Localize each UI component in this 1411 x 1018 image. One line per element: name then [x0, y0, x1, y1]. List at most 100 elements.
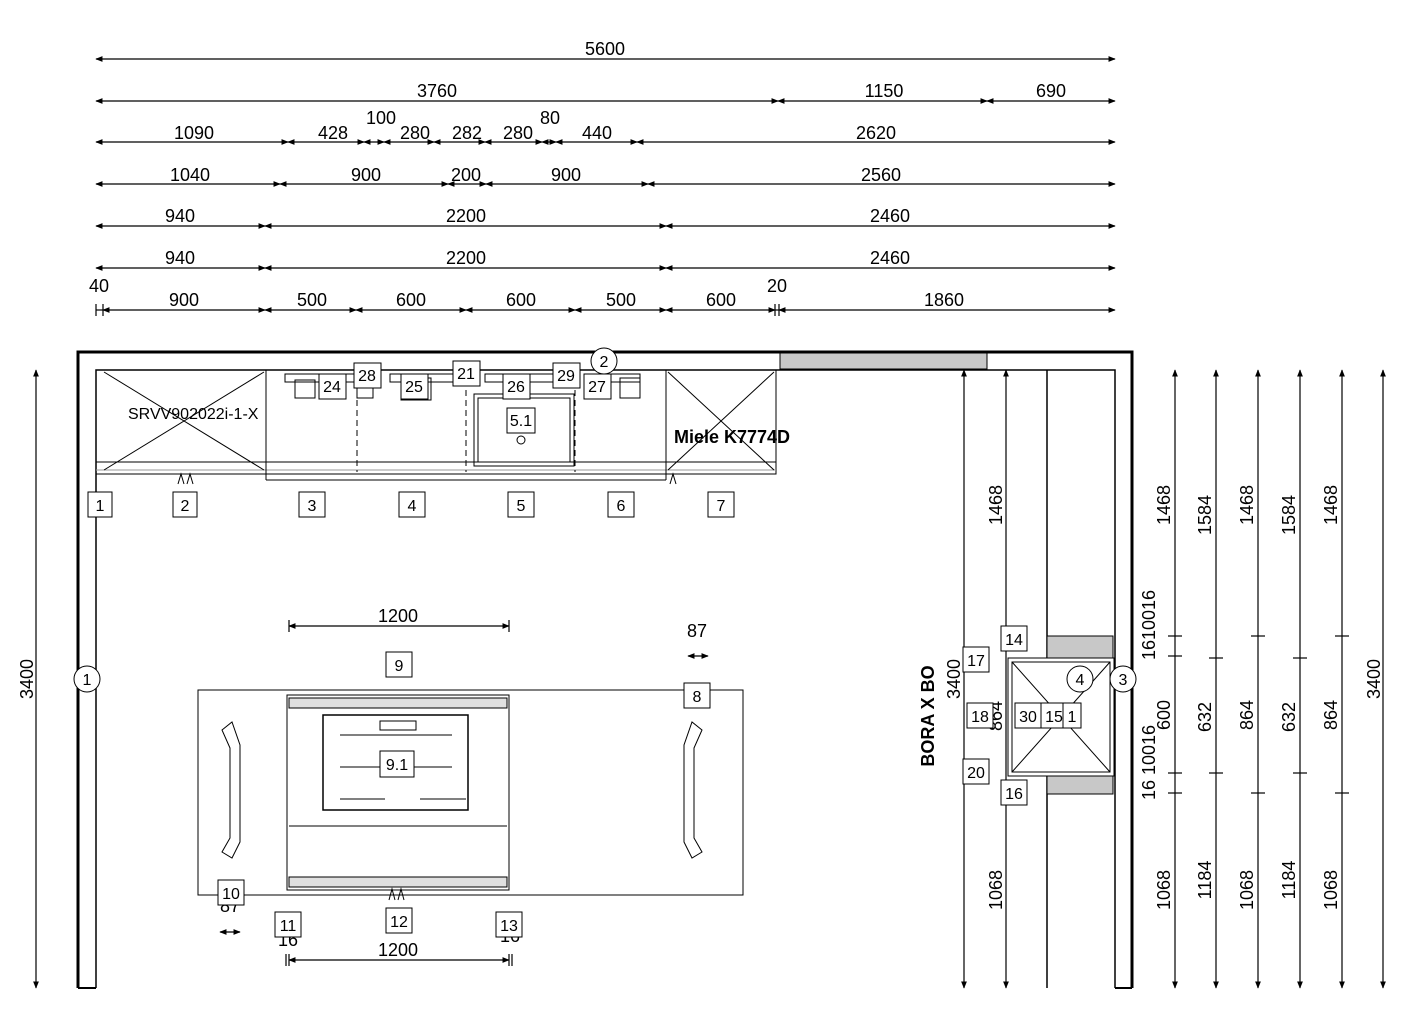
island-dimensions [219, 620, 709, 966]
dim-label: 282 [452, 123, 482, 143]
dim-label: 1468 [1154, 485, 1174, 525]
dim-label: 1860 [924, 290, 964, 310]
island-label-texts: 9 8 9.1 10 11 12 13 [222, 658, 701, 935]
item-label: 21 [457, 366, 475, 383]
tall-unit-label: 1 [1068, 709, 1077, 726]
dim-label: 2460 [870, 206, 910, 226]
hood-label: SRVV902022i-1-X [128, 406, 259, 423]
dim-label: 1468 [1321, 485, 1341, 525]
dim-label: 940 [165, 248, 195, 268]
wall-marker: 1 [73, 665, 101, 693]
cabinet-number: 4 [408, 498, 417, 515]
tall-unit-label: 30 [1019, 709, 1037, 726]
dim-label: 428 [318, 123, 348, 143]
dim-label: 100 [366, 108, 396, 128]
dim-label: 20 [767, 276, 787, 296]
tall-unit-label: 17 [967, 653, 985, 670]
island-label: 11 [280, 918, 297, 935]
wall-marker: 4 [1066, 665, 1094, 693]
dim-label: 2200 [446, 206, 486, 226]
dim-label: 16 [1139, 780, 1159, 800]
wall-marker: 2 [590, 347, 618, 375]
back-counter [95, 369, 777, 481]
dim-label: 600 [396, 290, 426, 310]
dim-label: 1068 [1154, 870, 1174, 910]
dim-label: 1068 [1237, 870, 1257, 910]
island [197, 689, 744, 896]
dim-label: 940 [165, 206, 195, 226]
item-label: 5.1 [510, 413, 532, 430]
dim-label: 3760 [417, 81, 457, 101]
dim-label: 2200 [446, 248, 486, 268]
dim-label: 16 [1139, 725, 1159, 745]
wall-markers: 1 2 3 4 [73, 347, 1137, 693]
cabinet-number-labels: 1 2 3 4 5 6 7 [96, 498, 726, 515]
item-label: 25 [405, 379, 423, 396]
dim-label: 900 [169, 290, 199, 310]
right-dimension-columns [33, 369, 1386, 989]
tall-unit-label-boxes [962, 625, 1082, 806]
tall-unit-label: 16 [1005, 786, 1023, 803]
dim-label: 900 [551, 165, 581, 185]
dim-label: 3400 [1364, 659, 1384, 699]
dim-label: 100 [1139, 745, 1159, 775]
top-dimension-rows [95, 56, 1116, 316]
dim-label: 1184 [1195, 861, 1215, 900]
item-label: 27 [588, 379, 606, 396]
dim-label: 2460 [870, 248, 910, 268]
dim-label: 600 [1154, 700, 1174, 730]
dim-label: 1584 [1279, 495, 1299, 535]
cabinet-numbers [87, 491, 735, 518]
dim-label: 16 [1139, 590, 1159, 610]
dim-label: 1468 [1237, 485, 1257, 525]
item-label: 28 [358, 368, 376, 385]
cabinet-number: 5 [517, 498, 526, 515]
wall-marker: 3 [1109, 665, 1137, 693]
island-dim-bottom: 1200 [378, 940, 418, 960]
cabinet-number: 1 [96, 498, 105, 515]
dim-label: 864 [1321, 700, 1341, 730]
tall-unit-label: 18 [971, 709, 989, 726]
dim-label: 1584 [1195, 495, 1215, 535]
cabinet-number: 2 [181, 498, 190, 515]
island-dim-87-top: 87 [687, 621, 707, 641]
dim-label: 440 [582, 123, 612, 143]
wall-marker-label: 3 [1119, 672, 1128, 689]
item-label: 26 [507, 379, 525, 396]
island-label: 13 [500, 918, 518, 935]
tall-unit-label: 20 [967, 765, 985, 782]
vertical-dim-labels: 3400 1468 16 100 16 600 16 100 16 1068 1… [17, 485, 1384, 910]
dim-label: 5600 [585, 39, 625, 59]
tall-unit-label: 14 [1005, 632, 1023, 649]
cabinet-number: 7 [717, 498, 726, 515]
item-label: 24 [323, 379, 341, 396]
cabinet-number: 3 [308, 498, 317, 515]
dim-label: 200 [451, 165, 481, 185]
dim-label: 2620 [856, 123, 896, 143]
island-dim-top: 1200 [378, 606, 418, 626]
dim-label: 500 [606, 290, 636, 310]
dim-label: 16 [1139, 640, 1159, 660]
island-label: 10 [222, 886, 240, 903]
island-label: 9.1 [386, 757, 408, 774]
dim-label: 1184 [1279, 861, 1299, 900]
wall-marker-label: 1 [83, 672, 92, 689]
dim-label: 280 [503, 123, 533, 143]
item-label: 29 [557, 368, 575, 385]
island-label-boxes [217, 651, 711, 938]
dishwasher-label: Miele K7774D [674, 427, 790, 447]
tall-unit-label-texts: 14 17 18 30 15 1 20 16 [967, 632, 1076, 803]
dim-label: 900 [351, 165, 381, 185]
island-dim-labels: 1200 1200 87 87 16 16 [220, 606, 707, 960]
cooktop-label: BORA X BO [918, 665, 938, 766]
back-wall-labels [318, 360, 612, 434]
dim-label: 1150 [865, 81, 904, 101]
dim-label: 864 [1237, 700, 1257, 730]
left-dim: 3400 [17, 659, 37, 699]
dim-label: 100 [1139, 610, 1159, 640]
dim-label: 280 [400, 123, 430, 143]
dim-label: 80 [540, 108, 560, 128]
tall-unit-dim-1468: 1468 [986, 485, 1006, 525]
dim-label: 500 [297, 290, 327, 310]
